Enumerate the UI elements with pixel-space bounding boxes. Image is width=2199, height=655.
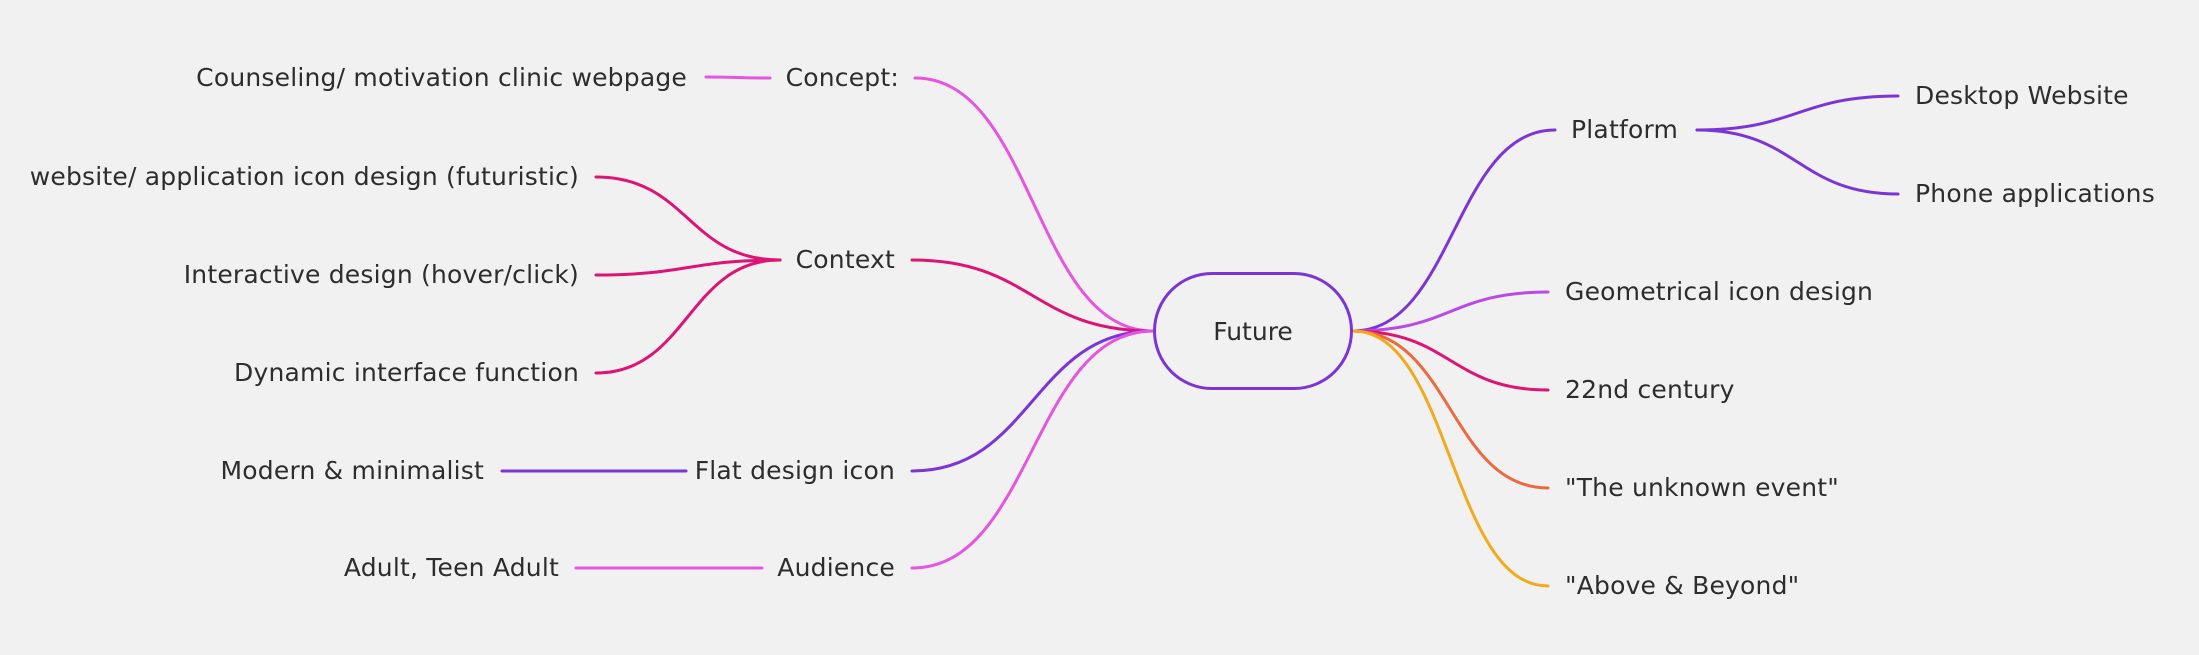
connector-concept-counseling bbox=[704, 75, 772, 80]
node-flat-design-icon[interactable]: Flat design icon bbox=[694, 456, 895, 485]
connector-root-context bbox=[910, 258, 1155, 333]
connector-platform-phone bbox=[1695, 128, 1900, 196]
node-icon-design-futuristic[interactable]: website/ application icon design (futuri… bbox=[29, 162, 579, 191]
connector-root-flat bbox=[910, 329, 1155, 473]
node-geometrical-icon-design[interactable]: Geometrical icon design bbox=[1565, 277, 1874, 306]
root-node-future[interactable]: Future bbox=[1153, 272, 1353, 390]
node-22nd-century[interactable]: 22nd century bbox=[1565, 375, 1735, 404]
connector-root-audience bbox=[910, 329, 1155, 570]
root-node-label: Future bbox=[1213, 316, 1293, 346]
node-adult-teen[interactable]: Adult, Teen Adult bbox=[343, 553, 559, 582]
connector-root-beyond bbox=[1351, 329, 1550, 588]
node-phone-applications[interactable]: Phone applications bbox=[1915, 179, 2155, 208]
connector-context-interactive bbox=[594, 258, 782, 277]
connector-root-geometrical bbox=[1351, 290, 1550, 333]
node-platform[interactable]: Platform bbox=[1571, 115, 1679, 144]
node-desktop-website[interactable]: Desktop Website bbox=[1915, 81, 2129, 110]
node-above-beyond[interactable]: "Above & Beyond" bbox=[1565, 571, 1800, 600]
connector-root-unknown bbox=[1351, 329, 1550, 490]
connector-platform-desktop bbox=[1695, 94, 1900, 132]
connector-root-platform bbox=[1351, 128, 1557, 333]
connector-root-century bbox=[1351, 329, 1550, 392]
connector-context-icon-design bbox=[594, 175, 782, 262]
node-dynamic-interface[interactable]: Dynamic interface function bbox=[234, 358, 579, 387]
node-concept[interactable]: Concept: bbox=[785, 63, 899, 92]
node-context[interactable]: Context bbox=[795, 245, 895, 274]
node-counseling-webpage[interactable]: Counseling/ motivation clinic webpage bbox=[196, 63, 687, 92]
node-modern-minimalist[interactable]: Modern & minimalist bbox=[220, 456, 484, 485]
node-unknown-event[interactable]: "The unknown event" bbox=[1565, 473, 1839, 502]
node-interactive-design[interactable]: Interactive design (hover/click) bbox=[183, 260, 579, 289]
connector-root-concept bbox=[913, 76, 1155, 333]
connector-context-dynamic bbox=[594, 258, 782, 375]
node-audience[interactable]: Audience bbox=[777, 553, 895, 582]
